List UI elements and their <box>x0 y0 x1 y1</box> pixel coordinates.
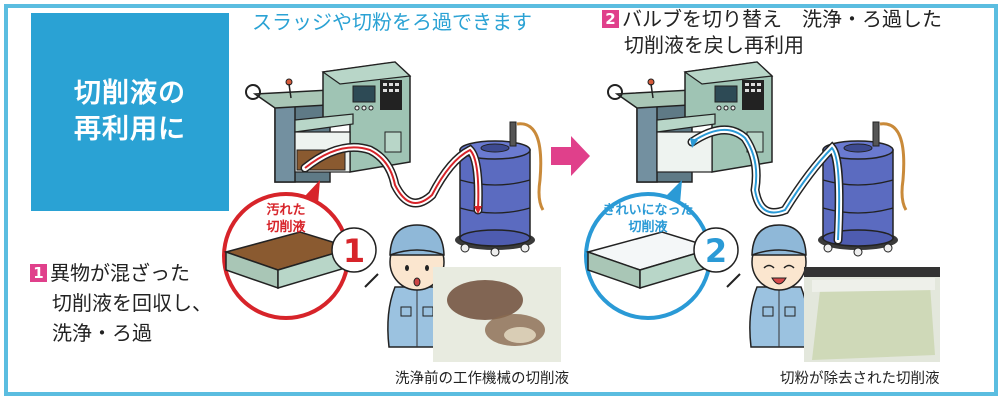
transition-arrow <box>551 136 590 176</box>
dirty-label-line-2: 切削液 <box>266 219 305 235</box>
photo-after <box>804 267 940 362</box>
step-1-line-1: 異物が混ざった <box>50 261 190 285</box>
dirty-label-line-1: 汚れた <box>266 202 305 218</box>
clean-flow-arrow <box>691 129 841 241</box>
step-2-line-1: バルブを切り替え 洗浄・ろ過した <box>622 7 942 31</box>
title-panel: 切削液の 再利用に <box>31 13 229 211</box>
step-1-sign-number: 1 <box>343 232 365 270</box>
step-1-badge: 1 <box>30 264 47 282</box>
clean-label-line-1: きれいになった <box>602 203 693 218</box>
lathe-machine-right <box>607 61 773 183</box>
dirty-flow-arrow <box>304 146 480 211</box>
step-1-line-3: 洗浄・ろ過 <box>52 321 152 345</box>
filter-drum-left <box>453 120 545 258</box>
filter-drum-right <box>816 120 908 258</box>
step-2-sign-number: 2 <box>705 232 727 270</box>
photo-before-caption: 洗浄前の工作機械の切削液 <box>395 371 569 387</box>
filter-caption: スラッジや切粉をろ過できます <box>252 10 532 34</box>
dirty-fluid-callout: 汚れた 切削液 <box>222 180 355 320</box>
photo-after-caption: 切粉が除去された切削液 <box>780 371 940 387</box>
worker-right: 2 <box>693 224 809 348</box>
step-2-line-2: 切削液を戻し再利用 <box>624 33 804 57</box>
step-2-badge: 2 <box>602 10 619 28</box>
photo-before <box>433 267 561 362</box>
worker-left: 1 <box>331 224 447 348</box>
title-line-1: 切削液の <box>74 78 186 109</box>
clean-label-line-2: 切削液 <box>628 219 667 235</box>
title-line-2: 再利用に <box>74 114 186 145</box>
step-1-line-2: 切削液を回収し、 <box>52 291 212 315</box>
